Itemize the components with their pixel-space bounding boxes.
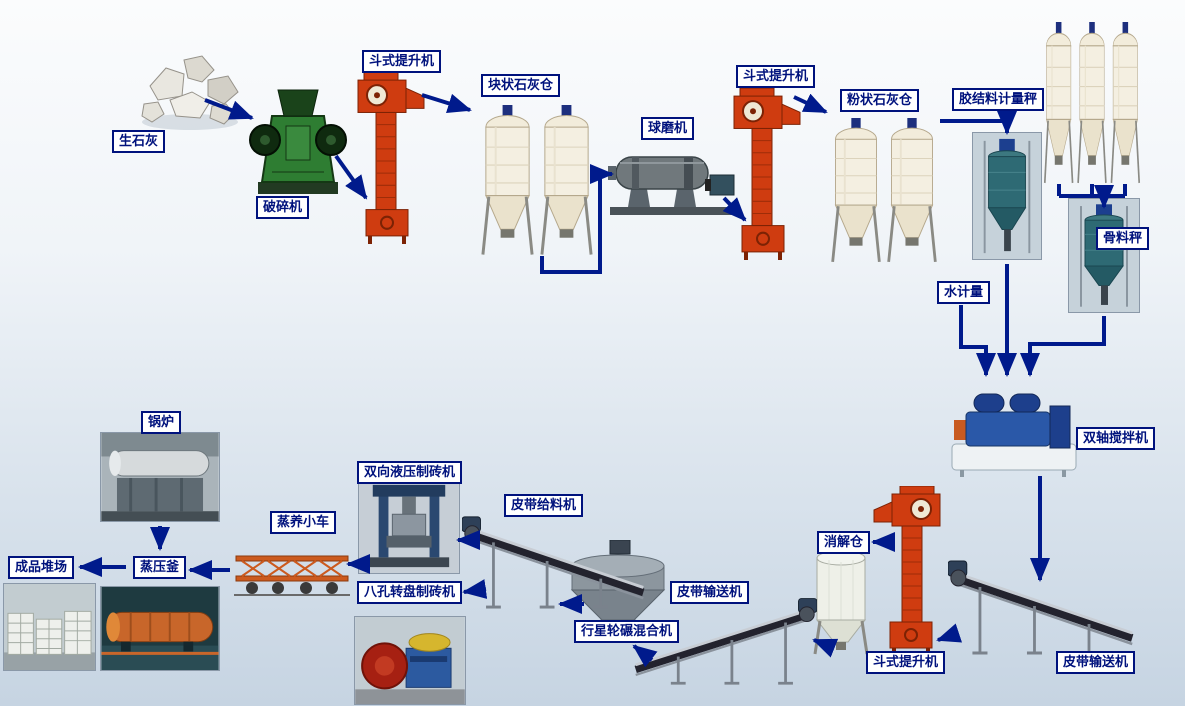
- label-boiler: 锅炉: [141, 411, 182, 434]
- label-binder-metering-scale: 胶结料计量秤: [952, 88, 1045, 111]
- quicklime-rocks-image: [138, 48, 243, 133]
- label-powder-lime-silo: 粉状石灰仓: [840, 89, 920, 112]
- bucket-elevator-3-image: [866, 486, 946, 656]
- hydraulic-brick-machine-image: [358, 478, 460, 574]
- label-ball-mill: 球磨机: [641, 117, 695, 140]
- powder-lime-silos-image: [828, 118, 940, 270]
- label-belt-conveyor-right: 皮带输送机: [1056, 651, 1136, 674]
- bucket-elevator-2-image: [728, 88, 808, 260]
- label-crusher: 破碎机: [256, 196, 310, 219]
- lump-lime-silos-image: [478, 105, 596, 263]
- label-belt-conveyor-mid: 皮带输送机: [670, 581, 750, 604]
- label-hydraulic-brick-machine: 双向液压制砖机: [357, 461, 463, 484]
- label-lump-lime-silo: 块状石灰仓: [481, 74, 561, 97]
- label-water-metering: 水计量: [937, 281, 991, 304]
- label-bucket-elevator-3: 斗式提升机: [866, 651, 946, 674]
- label-twin-shaft-mixer: 双轴搅拌机: [1076, 427, 1156, 450]
- bucket-elevator-1-image: [352, 72, 432, 244]
- label-quicklime: 生石灰: [112, 130, 166, 153]
- label-belt-feeder: 皮带给料机: [504, 494, 584, 517]
- binder-metering-scale-image: [972, 132, 1042, 260]
- belt-conveyor-right-image: [948, 556, 1136, 656]
- boiler-photo: [100, 432, 220, 522]
- label-steam-curing-trolley: 蒸养小车: [270, 511, 337, 534]
- label-bucket-elevator-1: 斗式提升机: [362, 50, 442, 73]
- aggregate-scale-image: [1068, 198, 1140, 313]
- label-rotary-brick-machine: 八孔转盘制砖机: [357, 581, 463, 604]
- label-product-yard: 成品堆场: [8, 556, 75, 579]
- rotary-brick-machine-image: [354, 616, 466, 705]
- digestion-silo-image: [808, 548, 874, 656]
- label-aggregate-scale: 骨料秤: [1096, 227, 1150, 250]
- steam-curing-trolley-image: [234, 548, 350, 604]
- label-autoclave: 蒸压釜: [133, 556, 187, 579]
- product-yard-photo: [3, 583, 96, 671]
- jaw-crusher-image: [248, 82, 348, 200]
- ball-mill-image: [608, 135, 736, 217]
- label-bucket-elevator-2: 斗式提升机: [736, 65, 816, 88]
- belt-feeder-image: [462, 512, 647, 610]
- aggregate-silos-image: [1042, 22, 1142, 192]
- twin-shaft-mixer-image: [948, 382, 1080, 477]
- label-planetary-wheel-mixer: 行星轮碾混合机: [574, 620, 680, 643]
- autoclave-photo: [100, 586, 220, 671]
- label-digestion-silo: 消解仓: [817, 531, 871, 554]
